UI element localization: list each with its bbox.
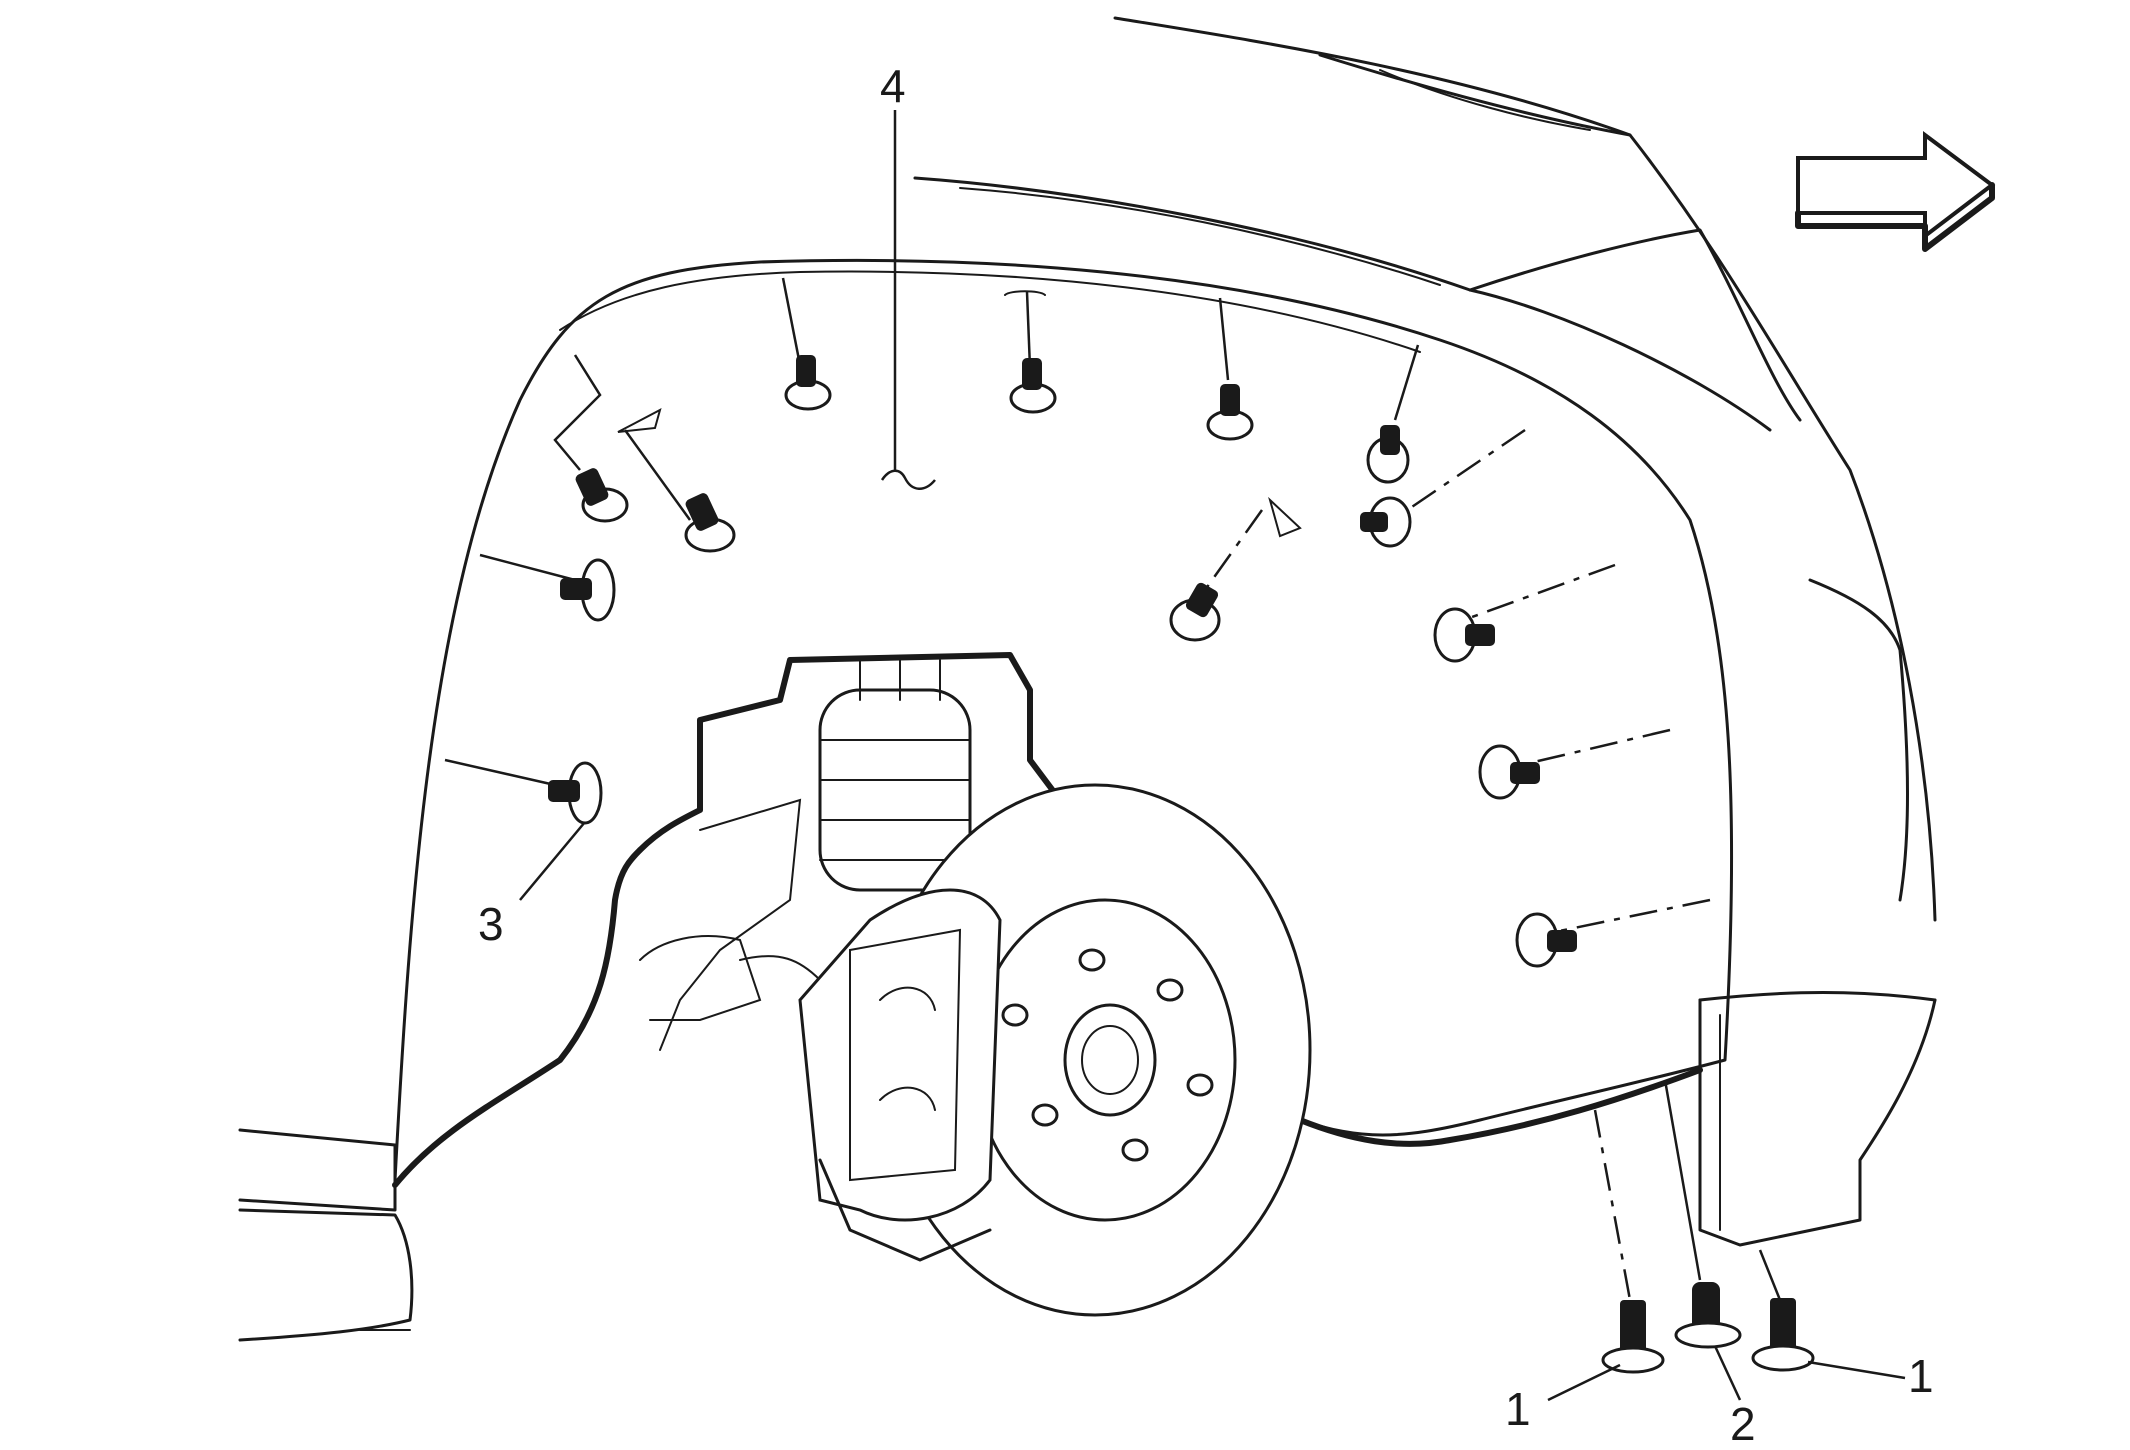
retainer-icon	[548, 761, 603, 825]
retainer-icon	[1009, 358, 1057, 414]
wheel-stud-icon	[1001, 948, 1214, 1162]
lower-fastener-group	[1547, 1079, 1906, 1402]
retainer-icon	[1433, 607, 1495, 663]
bolt-icon	[1601, 1300, 1665, 1374]
retainer-icon	[1515, 912, 1577, 968]
callout-4: 4	[880, 60, 906, 112]
wheelhouse-liner	[393, 110, 1734, 1182]
brake-rotor-assembly	[798, 783, 1312, 1317]
bolt-icon	[1751, 1298, 1815, 1372]
retainer-icon	[1366, 425, 1410, 484]
retainer-icon	[1360, 496, 1412, 548]
arrow-right-icon	[1795, 131, 1996, 252]
retainer-icon	[1206, 384, 1254, 441]
push-pin-retainer-group	[548, 355, 1577, 968]
callout-1-left: 1	[1505, 1383, 1531, 1435]
screw-icon	[1674, 1282, 1742, 1349]
vehicle-body	[913, 16, 1937, 1247]
callout-1-right: 1	[1908, 1350, 1934, 1402]
retainer-icon	[684, 493, 736, 553]
callout-3: 3	[478, 898, 504, 950]
retainer-icon	[1169, 582, 1221, 642]
suspension-assembly	[637, 652, 1153, 1051]
retainer-icon	[560, 558, 616, 622]
callout-2: 2	[1730, 1398, 1756, 1450]
retainer-icon	[575, 468, 629, 523]
retainer-icon	[1478, 744, 1540, 800]
retainer-icon	[784, 355, 832, 411]
rocker-panel	[238, 847, 643, 1342]
